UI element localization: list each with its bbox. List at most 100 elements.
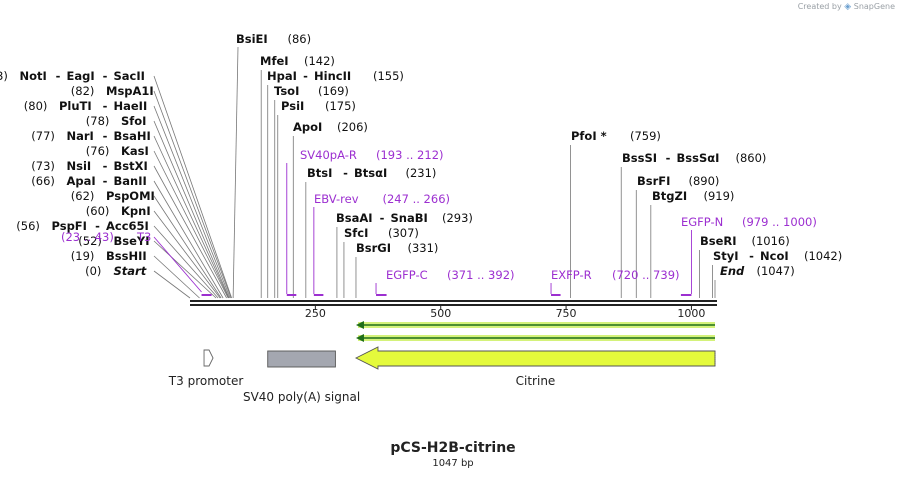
site-position: (60) <box>86 204 110 218</box>
map-title: pCS-H2B-citrine <box>390 440 515 456</box>
feature-shape-sv40-polya <box>267 350 336 368</box>
primer-leader-line <box>153 236 202 293</box>
primers: T3(23 .. 43)SV40pA-R(193 .. 212)EBV-rev(… <box>61 148 817 296</box>
site-position: (80) <box>24 99 48 113</box>
primer-range: (371 .. 392) <box>447 268 515 282</box>
site-leader-line <box>153 225 219 299</box>
site-position: (56) <box>16 219 40 233</box>
site-position: (1016) <box>752 234 790 248</box>
site-name: BtsI <box>307 166 332 180</box>
feature-shape-citrine <box>354 346 716 370</box>
site-name-separator: - <box>95 219 100 233</box>
site-position: (206) <box>337 120 368 134</box>
site-leader-line <box>153 105 231 299</box>
site-name: ApoI <box>293 120 322 134</box>
site-position: (331) <box>408 241 439 255</box>
primer-range: (720 .. 739) <box>612 268 680 282</box>
ruler-tick-label: 750 <box>556 307 577 320</box>
site-position: (0) <box>85 264 101 278</box>
site-leader-line <box>153 240 217 299</box>
site-position: (307) <box>388 226 419 240</box>
site-name-separator: - <box>103 99 108 113</box>
site-name: PspFI <box>52 219 87 233</box>
site-name: SfoI <box>121 114 146 128</box>
site-name: PfoI * <box>571 129 607 143</box>
site-name: BssSαI <box>677 151 720 165</box>
site-position: (83) <box>0 69 8 83</box>
site-leader-line <box>153 210 221 299</box>
primer-name: EBV-rev <box>314 192 359 206</box>
site-name: EagI <box>67 69 95 83</box>
site-name: HincII <box>314 69 351 83</box>
snapgene-text: SnapGene <box>853 2 895 11</box>
primer-name: EGFP-N <box>681 215 723 229</box>
primer-binding-bar <box>286 294 297 296</box>
site-leader-line <box>153 255 200 299</box>
site-name: BsrFI <box>637 174 670 188</box>
site-name: PsiI <box>281 99 304 113</box>
site-position: (78) <box>86 114 110 128</box>
primer-range: (23 .. 43) <box>61 230 114 244</box>
site-leader-line <box>153 165 227 299</box>
site-name: BstXI <box>114 159 148 173</box>
primer-name: T3 <box>136 230 151 244</box>
primer-binding-bar <box>313 294 324 296</box>
site-position: (52) <box>78 234 102 248</box>
site-leader-line <box>153 135 229 299</box>
site-leader-line <box>153 195 222 299</box>
site-name-separator: - <box>103 159 108 173</box>
site-name: HpaI <box>267 69 297 83</box>
site-leader-line <box>153 90 232 299</box>
site-name: ApaI <box>67 174 96 188</box>
primer-range: (193 .. 212) <box>376 148 444 162</box>
site-labels: (0)Start(19)BssHII(52)BseYI(56)PspFI-Acc… <box>0 32 842 278</box>
orf-arrows <box>355 321 715 342</box>
primer-binding-bar <box>551 294 561 296</box>
site-name: NcoI <box>760 249 789 263</box>
site-name: TsoI <box>274 84 299 98</box>
orf-arrow-head <box>355 321 364 329</box>
site-position: (142) <box>304 54 335 68</box>
primer-binding-bar <box>680 294 692 296</box>
site-name: MspA1I <box>106 84 154 98</box>
ruler-tick-label: 250 <box>305 307 326 320</box>
site-position: (76) <box>86 144 110 158</box>
site-name: SfcI <box>344 226 368 240</box>
primer-range: (979 .. 1000) <box>742 215 817 229</box>
site-name: Acc65I <box>106 219 149 233</box>
snapgene-logo-icon: ◈ <box>844 2 852 12</box>
site-position: (169) <box>318 84 349 98</box>
site-position: (82) <box>71 84 95 98</box>
site-name: BtsαI <box>354 166 387 180</box>
site-position: (919) <box>704 189 735 203</box>
site-position: (293) <box>442 211 473 225</box>
primer-name: EXFP-R <box>551 268 592 282</box>
created-by-text: Created by <box>797 2 842 11</box>
site-position: (175) <box>325 99 356 113</box>
site-leader-line <box>153 120 230 299</box>
site-position: (860) <box>736 151 767 165</box>
site-position: (231) <box>406 166 437 180</box>
site-position: (890) <box>689 174 720 188</box>
site-name-separator: - <box>103 174 108 188</box>
ruler-tick-label: 1000 <box>677 307 705 320</box>
site-name: SnaBI <box>391 211 428 225</box>
site-name: NsiI <box>67 159 92 173</box>
site-name: End <box>720 264 745 278</box>
site-name: BssSI <box>622 151 657 165</box>
site-name-separator: - <box>380 211 385 225</box>
site-name-separator: - <box>103 69 108 83</box>
site-name-separator: - <box>343 166 348 180</box>
primer-binding-bar <box>201 294 212 296</box>
site-name: BseRI <box>700 234 737 248</box>
site-name: BssHII <box>106 249 147 263</box>
site-position: (62) <box>71 189 95 203</box>
backbone <box>190 300 717 306</box>
feature-label-sv40-polya: SV40 poly(A) signal <box>243 390 360 404</box>
primer-range: (247 .. 266) <box>383 192 451 206</box>
site-name: BtgZI <box>652 189 687 203</box>
feature-label-t3-promoter: T3 promoter <box>168 374 244 388</box>
site-name: KpnI <box>121 204 151 218</box>
